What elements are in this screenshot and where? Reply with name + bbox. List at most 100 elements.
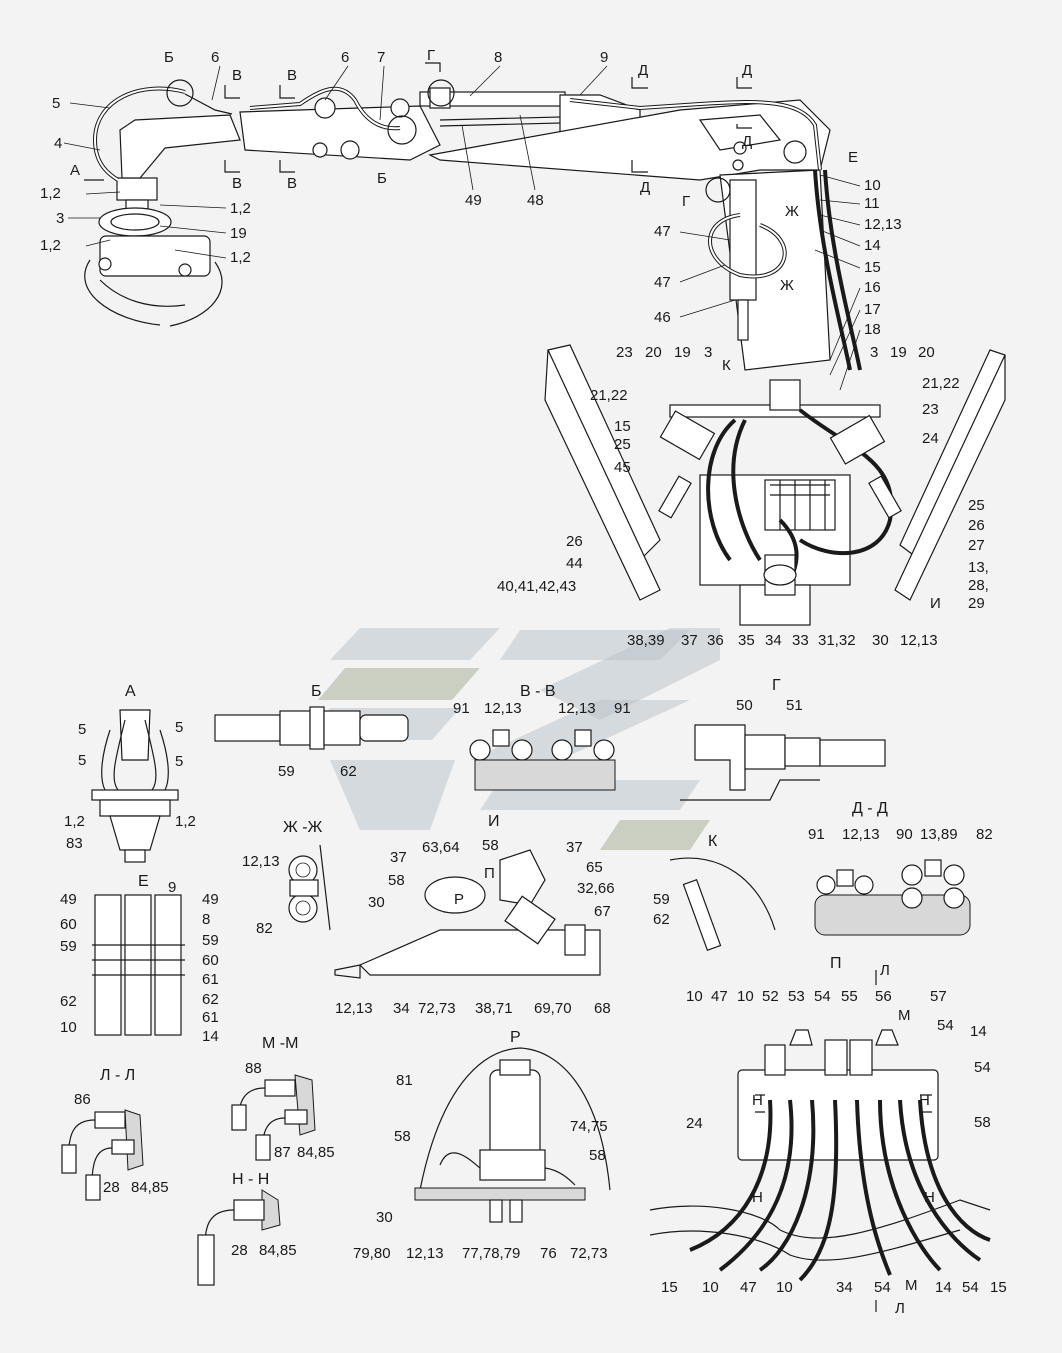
view-nn-title: Н - Н [232, 1171, 269, 1188]
callout-12-13: 12,13 [335, 1000, 373, 1017]
callout-74-75: 74,75 [570, 1118, 608, 1135]
callout-19: 19 [890, 344, 907, 361]
callout-16: 16 [864, 279, 881, 296]
callout-83: 83 [66, 835, 83, 852]
callout-5: 5 [78, 752, 86, 769]
callout-12-13: 12,13 [842, 826, 880, 843]
callout-62: 62 [340, 763, 357, 780]
callout-1-2: 1,2 [64, 813, 85, 830]
callout-62: 62 [60, 993, 77, 1010]
callout-14: 14 [864, 237, 881, 254]
callout-88: 88 [245, 1060, 262, 1077]
callout-59: 59 [653, 891, 670, 908]
callout-68: 68 [594, 1000, 611, 1017]
view-ll-title: Л - Л [100, 1067, 135, 1084]
marker-m: М [905, 1277, 918, 1294]
callout-12-13: 12,13 [900, 632, 938, 649]
callout-23: 23 [922, 401, 939, 418]
callout-4: 4 [54, 135, 62, 152]
callout-15: 15 [614, 418, 631, 435]
marker-g-2: Г [682, 193, 690, 210]
callout-5: 5 [175, 753, 183, 770]
callout-14: 14 [970, 1023, 987, 1040]
view-mm: М -М 88 87 84,85 [231, 1035, 335, 1161]
callout-5: 5 [52, 95, 60, 112]
marker-d-1: Д [638, 62, 648, 79]
callout-52: 52 [762, 988, 779, 1005]
marker-r: Р [454, 891, 464, 908]
callout-1-2: 1,2 [40, 237, 61, 254]
callout-10: 10 [702, 1279, 719, 1296]
callout-62: 62 [202, 991, 219, 1008]
marker-zh-1: Ж [785, 203, 799, 220]
callout-12-13: 12,13 [484, 700, 522, 717]
callout-38-39: 38,39 [627, 632, 665, 649]
callout-58: 58 [589, 1147, 606, 1164]
marker-v-2: В [232, 175, 242, 192]
callout-26: 26 [566, 533, 583, 550]
marker-d-4: Д [742, 133, 752, 150]
view-mm-title: М -М [262, 1035, 298, 1052]
view-zhzh-title: Ж -Ж [283, 819, 323, 836]
callout-12-13: 12,13 [406, 1245, 444, 1262]
callout-36: 36 [707, 632, 724, 649]
marker-n: Н [752, 1092, 763, 1109]
callout-8: 8 [202, 911, 210, 928]
callout-86: 86 [74, 1091, 91, 1108]
callout-3: 3 [56, 210, 64, 227]
callout-91: 91 [808, 826, 825, 843]
callout-82: 82 [976, 826, 993, 843]
callout-59: 59 [202, 932, 219, 949]
callout-30: 30 [368, 894, 385, 911]
callout-15: 15 [990, 1279, 1007, 1296]
callout-32-66: 32,66 [577, 880, 615, 897]
callout-17: 17 [864, 301, 881, 318]
callout-28: 28 [103, 1179, 120, 1196]
callout-51: 51 [786, 697, 803, 714]
callout-38-71: 38,71 [475, 1000, 513, 1017]
callout-58: 58 [388, 872, 405, 889]
marker-e: Е [848, 149, 858, 166]
callout-49: 49 [465, 192, 482, 209]
callout-47: 47 [654, 274, 671, 291]
marker-n: Н [919, 1092, 930, 1109]
callout-15: 15 [661, 1279, 678, 1296]
view-e: Е 49 9 49 8 60 59 59 60 61 62 62 61 10 1… [60, 873, 219, 1045]
callout-90: 90 [896, 826, 913, 843]
callout-37: 37 [390, 849, 407, 866]
callout-45: 45 [614, 459, 631, 476]
marker-v-4: В [287, 175, 297, 192]
callout-53: 53 [788, 988, 805, 1005]
view-a: А 5 5 5 5 1,2 1,2 83 [64, 683, 196, 863]
callout-24: 24 [686, 1115, 703, 1132]
callout-65: 65 [586, 859, 603, 876]
callout-13-28-29: 13, [968, 559, 989, 576]
callout-59: 59 [60, 938, 77, 955]
callout-37: 37 [566, 839, 583, 856]
view-b-title: Б [311, 683, 322, 700]
callout-24: 24 [922, 430, 939, 447]
view-zhzh: Ж -Ж 12,13 82 [242, 819, 331, 937]
view-b: Б 59 62 [214, 683, 409, 780]
view-k: К 59 62 [653, 833, 776, 952]
callout-37: 37 [681, 632, 698, 649]
callout-20: 20 [645, 344, 662, 361]
callout-84-85: 84,85 [131, 1179, 169, 1196]
callout-63-64: 63,64 [422, 839, 460, 856]
section-markers: В В В В Д Д Д Д Г Г Б Б А Е Ж Ж К И [70, 47, 941, 612]
main-boom-view [84, 79, 1006, 626]
callout-19: 19 [674, 344, 691, 361]
callout-47: 47 [654, 223, 671, 240]
callout-12-13: 12,13 [558, 700, 596, 717]
callout-1-2: 1,2 [230, 200, 251, 217]
view-e-title: Е [138, 873, 149, 890]
callout-12-13: 12,13 [864, 216, 902, 233]
callout-84-85: 84,85 [259, 1242, 297, 1259]
view-p: П Н Н Н Н Л М М Л 10 47 10 52 53 54 55 5… [649, 955, 1007, 1317]
callout-28: 28 [231, 1242, 248, 1259]
marker-m: М [898, 1007, 911, 1024]
callout-12-13: 12,13 [242, 853, 280, 870]
callout-21-22: 21,22 [590, 387, 628, 404]
marker-p: П [484, 865, 495, 882]
callout-18: 18 [864, 321, 881, 338]
